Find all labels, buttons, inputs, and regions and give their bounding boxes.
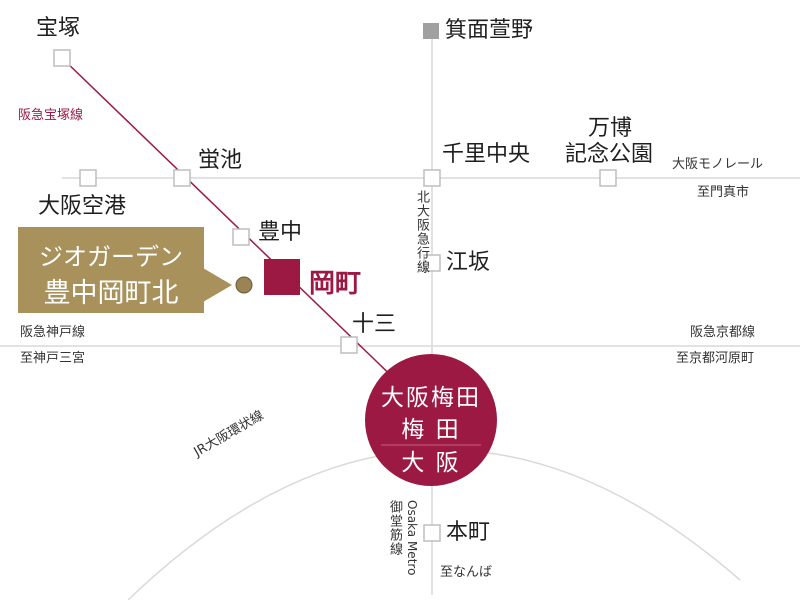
monorail-direction-label: 至門真市: [697, 185, 750, 200]
osaka-monorail-label: 大阪モノレール: [672, 157, 764, 172]
juso-label: 十三: [352, 312, 397, 337]
hotarugaike-label: 蛍池: [198, 148, 243, 173]
expo-park-label-line2: 記念公園: [565, 142, 654, 167]
juso-station-marker: [340, 336, 358, 354]
property-location-dot: [235, 276, 253, 294]
minoh-kayano-station-marker: [423, 23, 439, 39]
midosuji-line-label: 御堂筋線: [387, 500, 402, 556]
kita-osaka-kyuko-label: 北大阪急行線: [414, 190, 429, 274]
hotarugaike-station-marker: [173, 169, 191, 187]
toyonaka-label: 豊中: [258, 220, 303, 245]
hub-osaka-umeda-label: 大阪梅田: [381, 385, 481, 411]
property-callout: ジオガーデン 豊中岡町北: [18, 227, 204, 313]
umeda-hub-circle: [365, 354, 497, 486]
osaka-airport-label: 大阪空港: [38, 194, 127, 219]
okamachi-label: 岡町: [309, 269, 362, 299]
airport-station-marker: [79, 169, 97, 187]
esaka-station-marker: [423, 254, 441, 272]
okamachi-station-marker: [264, 259, 300, 295]
osaka-metro-label: Osaka Metro: [405, 500, 419, 576]
senri-chuo-label: 千里中央: [442, 142, 531, 167]
expo-park-label-line1: 万博: [588, 116, 633, 141]
toyonaka-station-marker: [232, 228, 250, 246]
namba-direction-label: 至なんば: [440, 565, 493, 580]
hub-umeda-label: 梅 田: [401, 417, 461, 443]
callout-line1: ジオガーデン: [39, 243, 183, 271]
takarazuka-label: 宝塚: [36, 16, 81, 41]
expo-park-station-marker: [599, 169, 617, 187]
callout-pointer: [203, 268, 232, 302]
hankyu-takarazuka-line-label: 阪急宝塚線: [18, 108, 84, 123]
takarazuka-station-marker: [53, 49, 71, 67]
kyoto-direction-label: 至京都河原町: [676, 351, 755, 366]
esaka-label: 江坂: [446, 250, 491, 275]
honmachi-station-marker: [423, 524, 441, 542]
hankyu-kyoto-line-label: 阪急京都線: [690, 325, 756, 340]
hankyu-kobe-line-label: 阪急神戸線: [20, 325, 86, 340]
honmachi-label: 本町: [446, 520, 491, 545]
callout-line2: 豊中岡町北: [43, 278, 179, 309]
senri-chuo-station-marker: [423, 169, 441, 187]
hub-osaka-label: 大 阪: [401, 450, 461, 476]
kobe-direction-label: 至神戸三宮: [20, 351, 86, 366]
minoh-kayano-label: 箕面萱野: [445, 18, 534, 43]
